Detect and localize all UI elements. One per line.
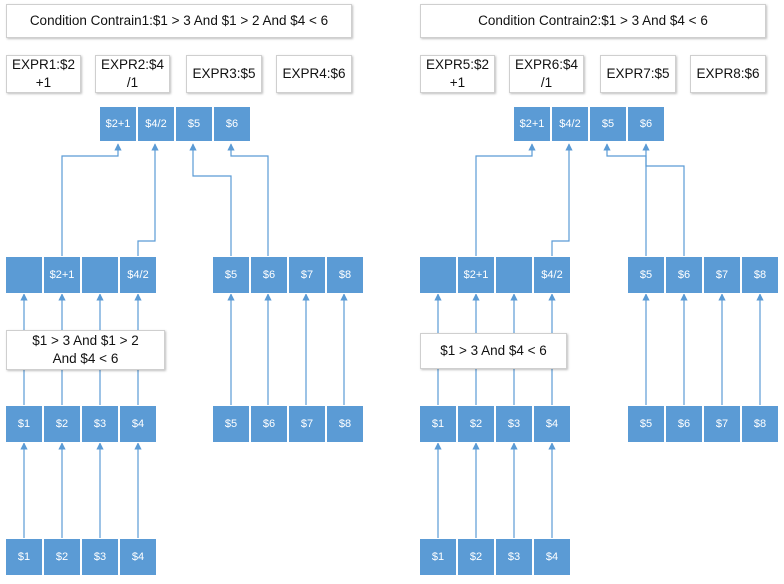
mid-cell: $4/2 xyxy=(533,256,571,294)
input-cell: $2 xyxy=(457,538,495,576)
filter-box-right: $1 > 3 And $4 < 6 xyxy=(420,333,567,369)
wire xyxy=(603,143,647,256)
lower-cell: $7 xyxy=(288,405,326,443)
mid-cell: $5 xyxy=(212,256,250,294)
wire xyxy=(189,143,232,256)
lower-cell: $2 xyxy=(43,405,81,443)
mid-cell: $7 xyxy=(703,256,741,294)
expr-box-4: EXPR4:$6 xyxy=(276,55,352,93)
input-cell: $1 xyxy=(419,538,457,576)
mid-cell: $2+1 xyxy=(457,256,495,294)
mid-cell: $7 xyxy=(288,256,326,294)
lower-cell: $6 xyxy=(665,405,703,443)
lower-cell: $1 xyxy=(419,405,457,443)
lower-cell: $8 xyxy=(741,405,779,443)
output-cell: $2+1 xyxy=(99,106,137,142)
input-cell: $1 xyxy=(5,538,43,576)
input-cell: $4 xyxy=(533,538,571,576)
output-cell: $4/2 xyxy=(137,106,175,142)
input-cell: $3 xyxy=(495,538,533,576)
output-cell: $6 xyxy=(213,106,251,142)
mid-cell xyxy=(495,256,533,294)
mid-cell: $2+1 xyxy=(43,256,81,294)
lower-cell: $5 xyxy=(212,405,250,443)
expr-box-1: EXPR1:$2 +1 xyxy=(6,55,81,93)
expr-box-5: EXPR5:$2 +1 xyxy=(420,55,495,93)
mid-cell: $5 xyxy=(627,256,665,294)
lower-cell: $5 xyxy=(627,405,665,443)
lower-cell: $8 xyxy=(326,405,364,443)
mid-cell: $8 xyxy=(741,256,779,294)
wire xyxy=(551,143,573,256)
lower-cell: $4 xyxy=(119,405,157,443)
lower-cell: $4 xyxy=(533,405,571,443)
expr-box-3: EXPR3:$5 xyxy=(186,55,262,93)
expr-box-8: EXPR8:$6 xyxy=(690,55,766,93)
wire xyxy=(227,143,269,256)
lower-cell: $2 xyxy=(457,405,495,443)
expr-box-7: EXPR7:$5 xyxy=(600,55,676,93)
mid-cell xyxy=(81,256,119,294)
input-cell: $2 xyxy=(43,538,81,576)
input-cell: $4 xyxy=(119,538,157,576)
output-cell: $4/2 xyxy=(551,106,589,142)
lower-cell: $1 xyxy=(5,405,43,443)
wire xyxy=(61,143,122,256)
mid-cell: $6 xyxy=(665,256,703,294)
condition-title-right: Condition Contrain2:$1 > 3 And $4 < 6 xyxy=(420,4,766,38)
condition-title-left: Condition Contrain1:$1 > 3 And $1 > 2 An… xyxy=(6,4,352,38)
lower-cell: $3 xyxy=(81,405,119,443)
lower-cell: $3 xyxy=(495,405,533,443)
input-cell: $3 xyxy=(81,538,119,576)
wire xyxy=(475,143,536,256)
expr-box-2: EXPR2:$4 /1 xyxy=(95,55,170,93)
output-cell: $5 xyxy=(175,106,213,142)
lower-cell: $6 xyxy=(250,405,288,443)
mid-cell xyxy=(419,256,457,294)
output-cell: $2+1 xyxy=(513,106,551,142)
filter-box-left: $1 > 3 And $1 > 2 And $4 < 6 xyxy=(6,330,165,370)
mid-cell: $4/2 xyxy=(119,256,157,294)
mid-cell: $8 xyxy=(326,256,364,294)
output-cell: $6 xyxy=(627,106,665,142)
mid-cell: $6 xyxy=(250,256,288,294)
wire xyxy=(642,143,685,256)
lower-cell: $7 xyxy=(703,405,741,443)
output-cell: $5 xyxy=(589,106,627,142)
wire xyxy=(137,143,159,256)
mid-cell xyxy=(5,256,43,294)
expr-box-6: EXPR6:$4 /1 xyxy=(509,55,584,93)
